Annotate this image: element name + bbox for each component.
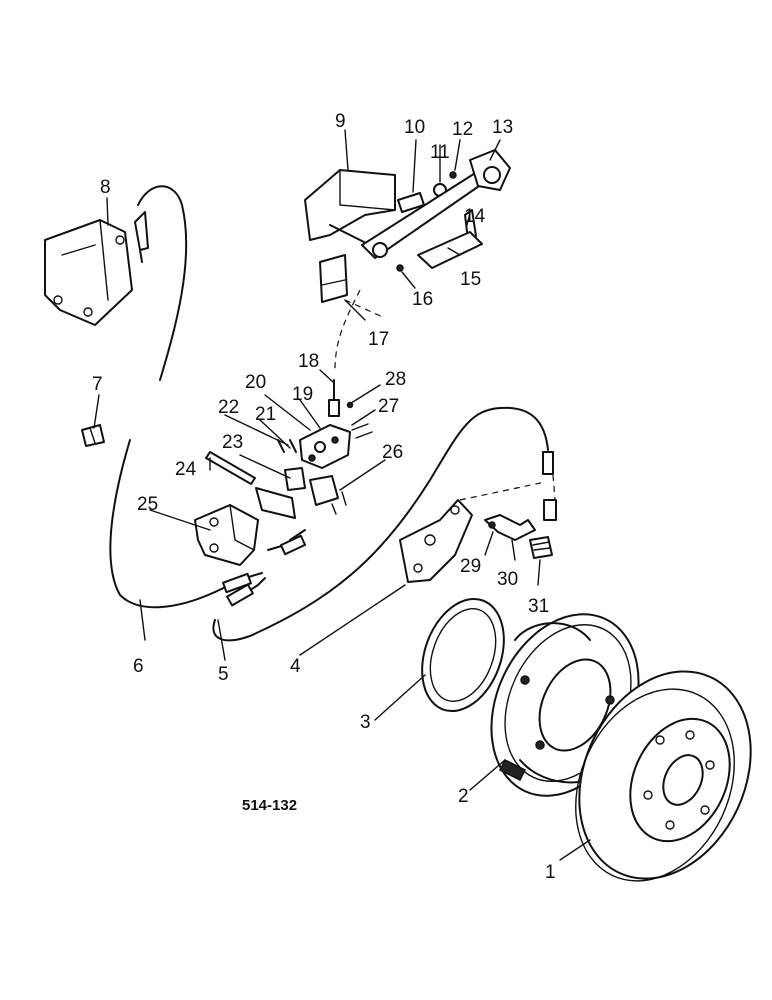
callout-18: 18 xyxy=(298,351,319,372)
valve-assembly xyxy=(277,401,373,515)
callout-9: 9 xyxy=(335,111,346,132)
pin-24 xyxy=(205,451,256,485)
callout-20: 20 xyxy=(245,372,266,393)
callout-26: 26 xyxy=(382,442,403,463)
bracket-4 xyxy=(399,499,473,583)
leader-lines xyxy=(93,129,591,861)
callout-15: 15 xyxy=(460,269,481,290)
callout-1: 1 xyxy=(545,862,556,883)
bracket-8 xyxy=(44,219,133,326)
brake-drum-1 xyxy=(575,670,752,882)
callout-14: 14 xyxy=(464,206,486,227)
callout-25: 25 xyxy=(137,494,158,515)
bracket-9 xyxy=(304,169,396,251)
clip-7 xyxy=(81,424,105,447)
callout-22: 22 xyxy=(218,397,239,418)
callout-27: 27 xyxy=(378,396,399,417)
gasket-3 xyxy=(421,597,505,713)
callout-5: 5 xyxy=(218,664,229,685)
callout-labels: 1 2 3 4 5 6 7 8 9 10 11 12 13 14 15 16 1… xyxy=(92,111,556,883)
callout-12: 12 xyxy=(452,119,473,140)
diagram-reference-number: 514-132 xyxy=(242,797,297,814)
callout-29: 29 xyxy=(460,556,481,577)
callout-24: 24 xyxy=(175,459,197,480)
callout-23: 23 xyxy=(222,432,243,453)
lever-29-30 xyxy=(484,514,536,541)
callout-10: 10 xyxy=(404,117,425,138)
callout-7: 7 xyxy=(92,374,103,395)
callout-16: 16 xyxy=(412,289,433,310)
control-rod-18 xyxy=(328,289,361,417)
callout-31: 31 xyxy=(528,596,549,617)
callout-13: 13 xyxy=(492,117,513,138)
callout-17: 17 xyxy=(368,329,389,350)
callout-3: 3 xyxy=(360,712,371,733)
callout-19: 19 xyxy=(292,384,313,405)
callout-8: 8 xyxy=(100,177,111,198)
lever-assembly xyxy=(361,149,511,272)
callout-21: 21 xyxy=(255,404,276,425)
callout-11: 11 xyxy=(430,142,450,163)
callout-28: 28 xyxy=(385,369,406,390)
bracket-17 xyxy=(319,254,386,319)
callout-4: 4 xyxy=(290,656,301,677)
bracket-25 xyxy=(194,487,307,566)
callout-2: 2 xyxy=(458,786,469,807)
cable-5 xyxy=(212,406,557,642)
callout-30: 30 xyxy=(497,569,518,590)
callout-6: 6 xyxy=(133,656,144,677)
cable-6 xyxy=(109,185,263,609)
spring-31 xyxy=(529,536,553,559)
